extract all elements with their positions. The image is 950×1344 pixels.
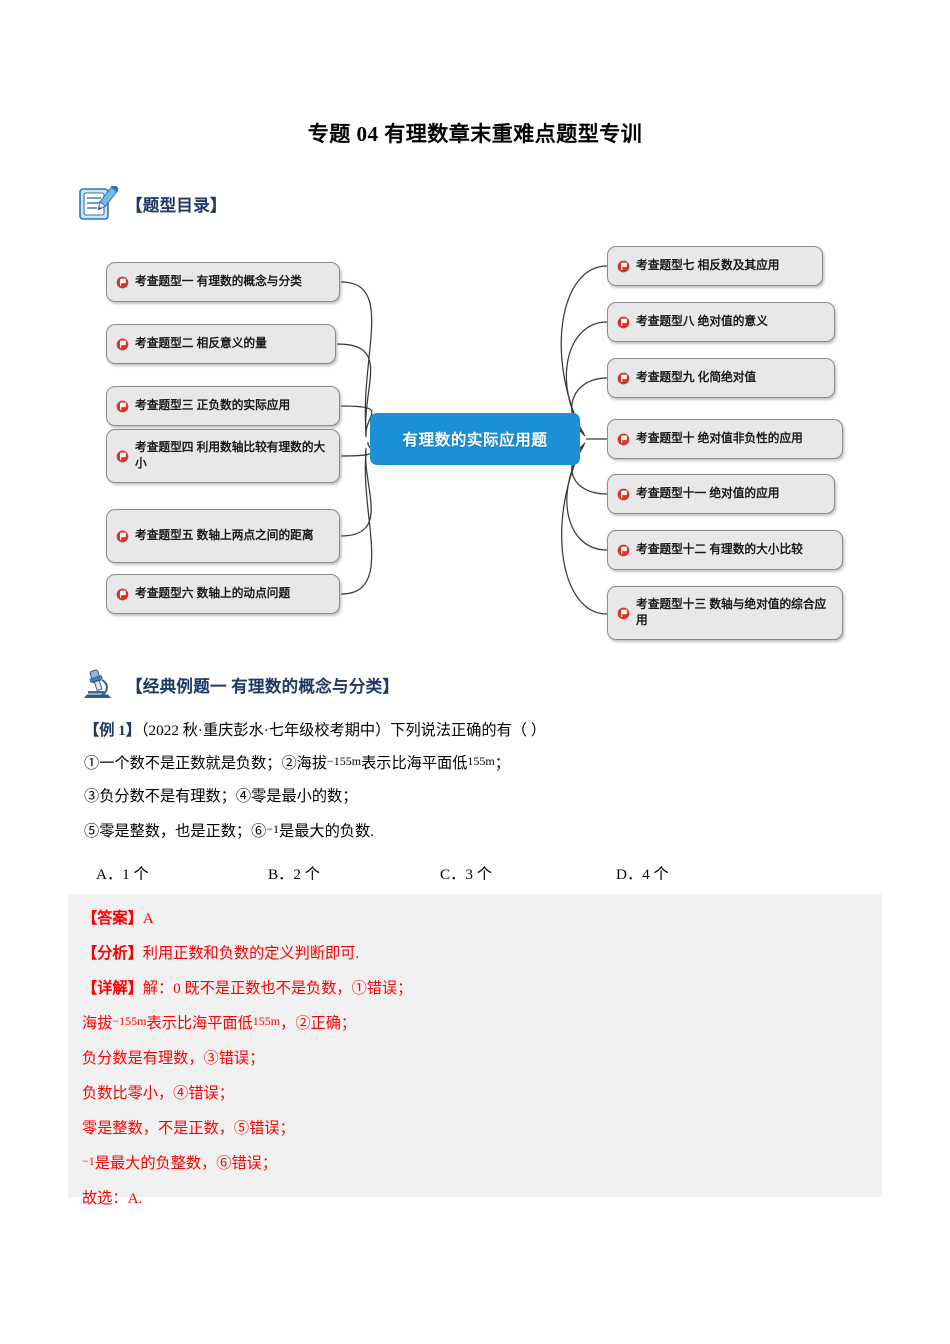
detail-line-1: 【详解】解：0 既不是正数也不是负数，①错误； <box>82 976 412 998</box>
answer-value: A <box>142 910 154 927</box>
red-flag-bullet-icon <box>116 588 129 601</box>
answer-explanation-block: 【答案】A 【分析】利用正数和负数的定义判断即可. 【详解】解：0 既不是正数也… <box>68 894 882 1207</box>
red-flag-bullet-icon <box>617 316 630 329</box>
mindmap-node-right-6[interactable]: 考查题型十二 有理数的大小比较 <box>607 530 843 570</box>
mindmap-node-label: 考查题型一 有理数的概念与分类 <box>135 274 302 288</box>
question-source: （2022 秋·重庆彭水·七年级校考期中）下列说法正确的有（ ） <box>140 722 546 739</box>
mindmap-node-label: 考查题型九 化简绝对值 <box>636 370 757 384</box>
mindmap-node-left-2[interactable]: 考查题型二 相反意义的量 <box>106 324 336 364</box>
mindmap-node-right-7[interactable]: 考查题型十三 数轴与绝对值的综合应用 <box>607 586 843 640</box>
mindmap-node-label: 考查题型三 正负数的实际应用 <box>135 398 291 412</box>
red-flag-bullet-icon <box>116 530 129 543</box>
detail-2a: 海拔 <box>82 1015 113 1032</box>
question-statement-2: ③负分数不是有理数；④零是最小的数； <box>84 788 358 805</box>
mindmap-center-node[interactable]: 有理数的实际应用题 <box>370 413 580 465</box>
statement-3b: 是最大的负数. <box>279 823 374 840</box>
detail-text-1: 解：0 既不是正数也不是负数，①错误； <box>142 980 413 997</box>
analysis-tag: 【分析】 <box>82 945 143 962</box>
mindmap-node-label: 考查题型七 相反数及其应用 <box>636 258 780 272</box>
detail-6-sup: −1 <box>82 1154 95 1168</box>
red-flag-bullet-icon <box>116 338 129 351</box>
mindmap-node-right-2[interactable]: 考查题型八 绝对值的意义 <box>607 302 835 342</box>
statement-1b: 表示比海平面低 <box>361 755 468 772</box>
analysis-line: 【分析】利用正数和负数的定义判断即可. <box>82 941 359 963</box>
option-d[interactable]: D．4 个 <box>616 866 669 883</box>
statement-1a: ①一个数不是正数就是负数；②海拔 <box>84 755 327 772</box>
mindmap-node-left-3[interactable]: 考查题型三 正负数的实际应用 <box>106 386 340 426</box>
red-flag-bullet-icon <box>617 260 630 273</box>
red-flag-bullet-icon <box>116 450 129 463</box>
mindmap-node-label: 考查题型八 绝对值的意义 <box>636 314 768 328</box>
mindmap-node-right-5[interactable]: 考查题型十一 绝对值的应用 <box>607 474 835 514</box>
red-flag-bullet-icon <box>116 276 129 289</box>
mindmap-node-left-4[interactable]: 考查题型四 利用数轴比较有理数的大小 <box>106 429 340 483</box>
question-line: 【例 1】（2022 秋·重庆彭水·七年级校考期中）下列说法正确的有（ ） <box>84 722 546 740</box>
mindmap-node-right-1[interactable]: 考查题型七 相反数及其应用 <box>607 246 823 286</box>
statement-1c: ； <box>494 755 510 772</box>
mindmap-node-label: 考查题型十二 有理数的大小比较 <box>636 542 803 556</box>
catalog-heading: 【题型目录】 <box>78 183 227 222</box>
mindmap-node-label: 考查题型五 数轴上两点之间的距离 <box>135 528 314 542</box>
analysis-text: 利用正数和负数的定义判断即可. <box>142 945 360 962</box>
statement-1-sup2: 155m <box>467 754 495 768</box>
mindmap-node-left-6[interactable]: 考查题型六 数轴上的动点问题 <box>106 574 340 614</box>
notepad-pencil-icon <box>78 183 120 222</box>
question-statement-3: ⑤零是整数，也是正数；⑥−1是最大的负数. <box>84 822 374 841</box>
mindmap-node-label: 考查题型十 绝对值非负性的应用 <box>636 431 803 445</box>
mindmap-node-left-5[interactable]: 考查题型五 数轴上两点之间的距离 <box>106 509 340 563</box>
red-flag-bullet-icon <box>617 544 630 557</box>
detail-line-4: 负数比零小，④错误； <box>82 1085 234 1102</box>
microscope-icon <box>78 668 118 702</box>
detail-line-7: 故选：A. <box>82 1190 143 1207</box>
mindmap: 有理数的实际应用题 考查题型一 有理数的概念与分类 考查题型二 相反意义的量 考… <box>0 236 950 656</box>
red-flag-bullet-icon <box>116 400 129 413</box>
red-flag-bullet-icon <box>617 488 630 501</box>
mindmap-node-label: 考查题型二 相反意义的量 <box>135 336 267 350</box>
mindmap-node-label: 考查题型十一 绝对值的应用 <box>636 486 780 500</box>
detail-line-6: −1是最大的负整数，⑥错误； <box>82 1151 277 1173</box>
mindmap-node-right-4[interactable]: 考查题型十 绝对值非负性的应用 <box>607 419 843 459</box>
answer-tag: 【答案】 <box>82 910 143 927</box>
option-c[interactable]: C．3 个 <box>440 866 492 883</box>
option-b[interactable]: B．2 个 <box>268 866 320 883</box>
statement-1-sup1: −155m <box>327 754 362 768</box>
answer-options: A．1 个 B．2 个 C．3 个 D．4 个 <box>96 862 716 884</box>
mindmap-connectors <box>336 265 608 615</box>
red-flag-bullet-icon <box>617 433 630 446</box>
mindmap-node-label: 考查题型十三 数轴与绝对值的综合应用 <box>636 597 827 627</box>
detail-line-3: 负分数是有理数，③错误； <box>82 1050 265 1067</box>
mindmap-node-label: 考查题型六 数轴上的动点问题 <box>135 586 291 600</box>
mindmap-node-label: 考查题型四 利用数轴比较有理数的大小 <box>135 440 326 470</box>
example-section-label: 【经典例题一 有理数的概念与分类】 <box>126 677 400 696</box>
statement-3-sup: −1 <box>266 822 280 836</box>
question-statement-1: ①一个数不是正数就是负数；②海拔−155m表示比海平面低155m； <box>84 754 510 773</box>
red-flag-bullet-icon <box>617 607 630 620</box>
detail-2-sup1: −155m <box>112 1014 147 1028</box>
catalog-heading-label: 【题型目录】 <box>126 196 227 215</box>
statement-3a: ⑤零是整数，也是正数；⑥ <box>84 823 267 840</box>
detail-line-2: 海拔−155m表示比海平面低155m，②正确； <box>82 1011 356 1033</box>
page-title: 专题 04 有理数章末重难点题型专训 <box>307 122 643 146</box>
answer-line: 【答案】A <box>82 906 154 928</box>
mindmap-node-left-1[interactable]: 考查题型一 有理数的概念与分类 <box>106 262 340 302</box>
detail-2-sup2: 155m <box>252 1014 281 1028</box>
red-flag-bullet-icon <box>617 372 630 385</box>
detail-2c: ，②正确； <box>280 1015 357 1032</box>
option-a[interactable]: A．1 个 <box>96 866 149 883</box>
mindmap-center-label: 有理数的实际应用题 <box>402 432 548 449</box>
detail-tag: 【详解】 <box>82 980 143 997</box>
example-section-heading: 【经典例题一 有理数的概念与分类】 <box>78 668 399 702</box>
mindmap-node-right-3[interactable]: 考查题型九 化简绝对值 <box>607 358 835 398</box>
detail-6b: 是最大的负整数，⑥错误； <box>94 1155 278 1172</box>
question-tag: 【例 1】 <box>84 722 141 739</box>
detail-line-5: 零是整数，不是正数，⑤错误； <box>82 1120 295 1137</box>
detail-2b: 表示比海平面低 <box>146 1015 253 1032</box>
